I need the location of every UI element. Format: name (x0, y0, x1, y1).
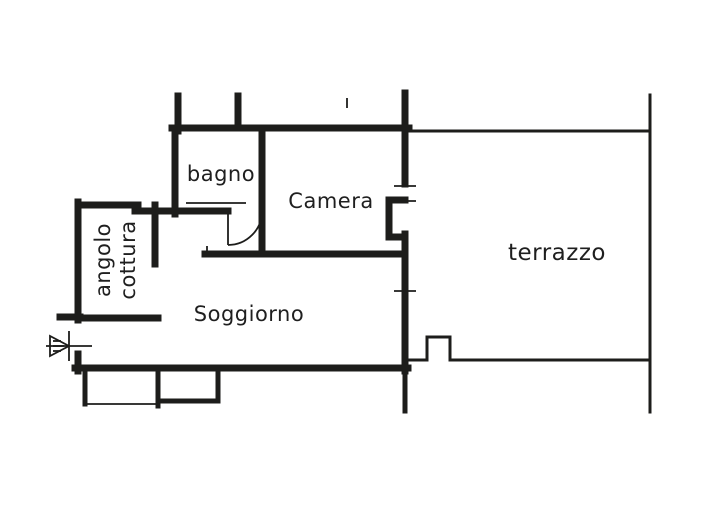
terrace-railing (407, 93, 652, 414)
door-swing-arc (227, 210, 263, 246)
bagno-door (227, 210, 263, 246)
window-door-ticks (186, 98, 416, 292)
room-label-cottura: cottura (116, 220, 140, 299)
room-label-camera: Camera (288, 189, 373, 213)
room-label-bagno: bagno (187, 162, 255, 186)
room-label-angolo: angolo (91, 223, 115, 297)
room-labels: bagno Camera Soggiorno terrazzo angolo c… (91, 162, 606, 326)
room-label-terrazzo: terrazzo (508, 240, 606, 266)
terrace-railing-bottom (408, 335, 652, 362)
wall-terrace-door-niche (385, 196, 409, 241)
lower-wall-stubs (82, 365, 408, 414)
exterior-walls (56, 89, 413, 375)
room-label-soggiorno: Soggiorno (194, 302, 304, 326)
entrance-arrow-icon (46, 331, 92, 361)
